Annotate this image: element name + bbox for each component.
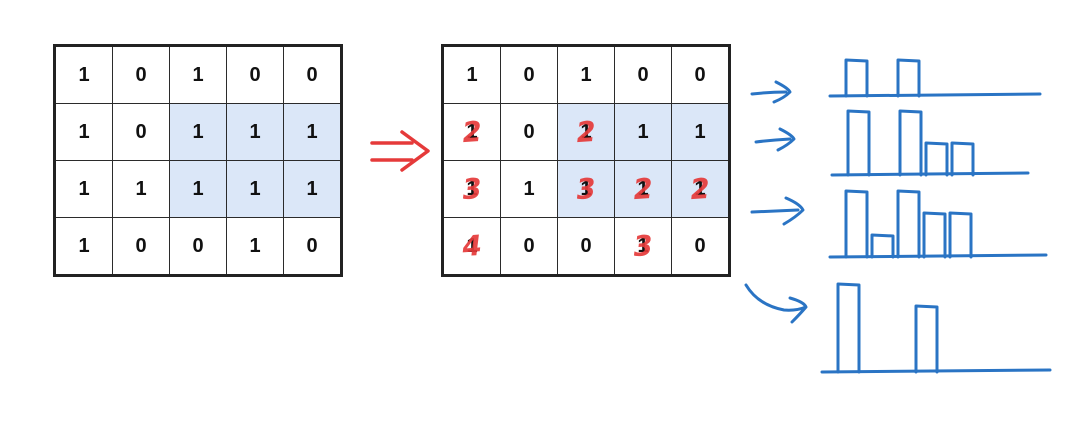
cell-value: 1 [466,120,478,143]
histogram-bar [844,189,869,259]
histogram-bar [914,304,939,374]
matrix-cell: 1 [55,46,113,104]
cell-value: 1 [637,234,649,257]
matrix-cell: 1 [500,160,558,218]
matrix-cell-highlighted: 1 [226,103,284,161]
histogram-bar [896,189,921,259]
matrix-cell-highlighted: 1 [169,103,227,161]
matrix-cell: 0 [671,46,729,104]
histogram-bar [948,211,973,259]
matrix-row: 1 0 1 0 0 [443,46,729,104]
matrix-cell-highlighted: 1 [614,103,672,161]
histogram-baseline [830,171,1030,177]
cell-value: 1 [466,177,478,200]
matrix-cell-highlighted: 1 [169,160,227,218]
matrix-cell: 0 [112,217,170,275]
histogram-baseline [828,92,1042,98]
histogram-bar [896,58,921,98]
matrix-cell: 0 [557,217,615,275]
histogram-baseline [828,253,1048,259]
blue-arrow-icon [744,283,808,324]
red-arrow-icon [370,130,430,172]
matrix-cell: 1 [55,217,113,275]
matrix-cell: 0 [671,217,729,275]
histogram-bar [950,141,975,177]
cell-value: 1 [580,177,592,200]
matrix-cell: 0 [500,103,558,161]
histogram-bar [870,233,895,259]
cell-value: 1 [580,120,592,143]
matrix-row: 1 1 1 1 1 [55,160,341,218]
cell-value: 1 [694,177,706,200]
histogram-bar [922,211,947,259]
original-matrix: 1 0 1 0 0 1 0 1 1 1 1 1 1 1 1 1 0 0 1 0 [53,44,343,277]
matrix-row: 1 0 1 1 1 [55,103,341,161]
matrix-row: 1 0 1 0 0 [55,46,341,104]
matrix-cell: 0 [283,46,341,104]
matrix-cell: 0 [283,217,341,275]
histogram-bar [844,58,869,98]
histogram-bar [898,109,923,177]
blue-arrow-icon [754,127,796,152]
matrix-cell: 0 [500,217,558,275]
matrix-cell-highlighted: 1 [226,160,284,218]
matrix-cell: 0 [500,46,558,104]
matrix-cell: 0 [614,46,672,104]
matrix-cell: 1 [55,103,113,161]
cell-value: 1 [466,234,478,257]
cell-value: 1 [637,177,649,200]
histogram-bar [846,109,871,177]
histogram-bar [836,282,861,374]
matrix-row: 1 0 0 1 0 [55,217,341,275]
matrix-cell: 1 [226,217,284,275]
matrix-cell-highlighted: 1 [283,103,341,161]
blue-arrow-icon [750,80,792,104]
blue-arrow-icon [750,196,805,226]
histogram-bar [924,141,949,177]
